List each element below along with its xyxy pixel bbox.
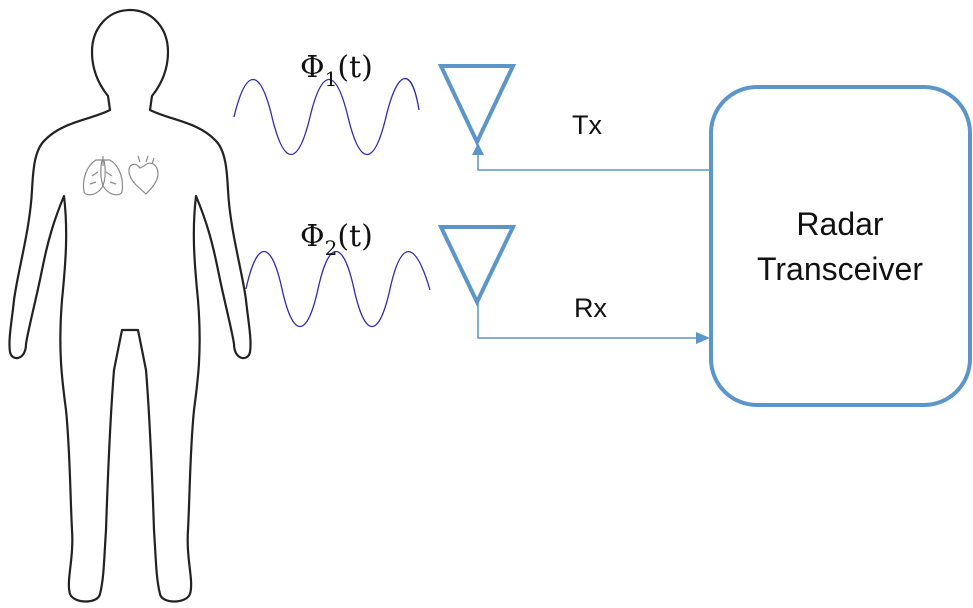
tx-wave — [233, 78, 420, 155]
transceiver-label-line2: Transceiver — [757, 251, 923, 287]
tx-feed-line — [477, 150, 710, 171]
rx-wave — [245, 251, 431, 327]
human-silhouette-icon — [8, 8, 252, 603]
rx-arrowhead — [696, 332, 710, 344]
rx-antenna-icon — [437, 225, 517, 307]
tx-signal-label: Φ1(t) — [300, 50, 373, 91]
rx-label: Rx — [574, 293, 607, 323]
lungs-icon — [82, 156, 124, 196]
tx-arrowhead — [472, 143, 484, 155]
heart-icon — [128, 155, 159, 195]
transceiver-label-line1: Radar — [796, 206, 884, 242]
tx-antenna-icon — [437, 64, 517, 147]
tx-label: Tx — [572, 110, 602, 140]
rx-signal-label: Φ2(t) — [300, 219, 373, 260]
radar-transceiver-box — [709, 85, 972, 407]
rx-feed-line — [477, 302, 698, 339]
